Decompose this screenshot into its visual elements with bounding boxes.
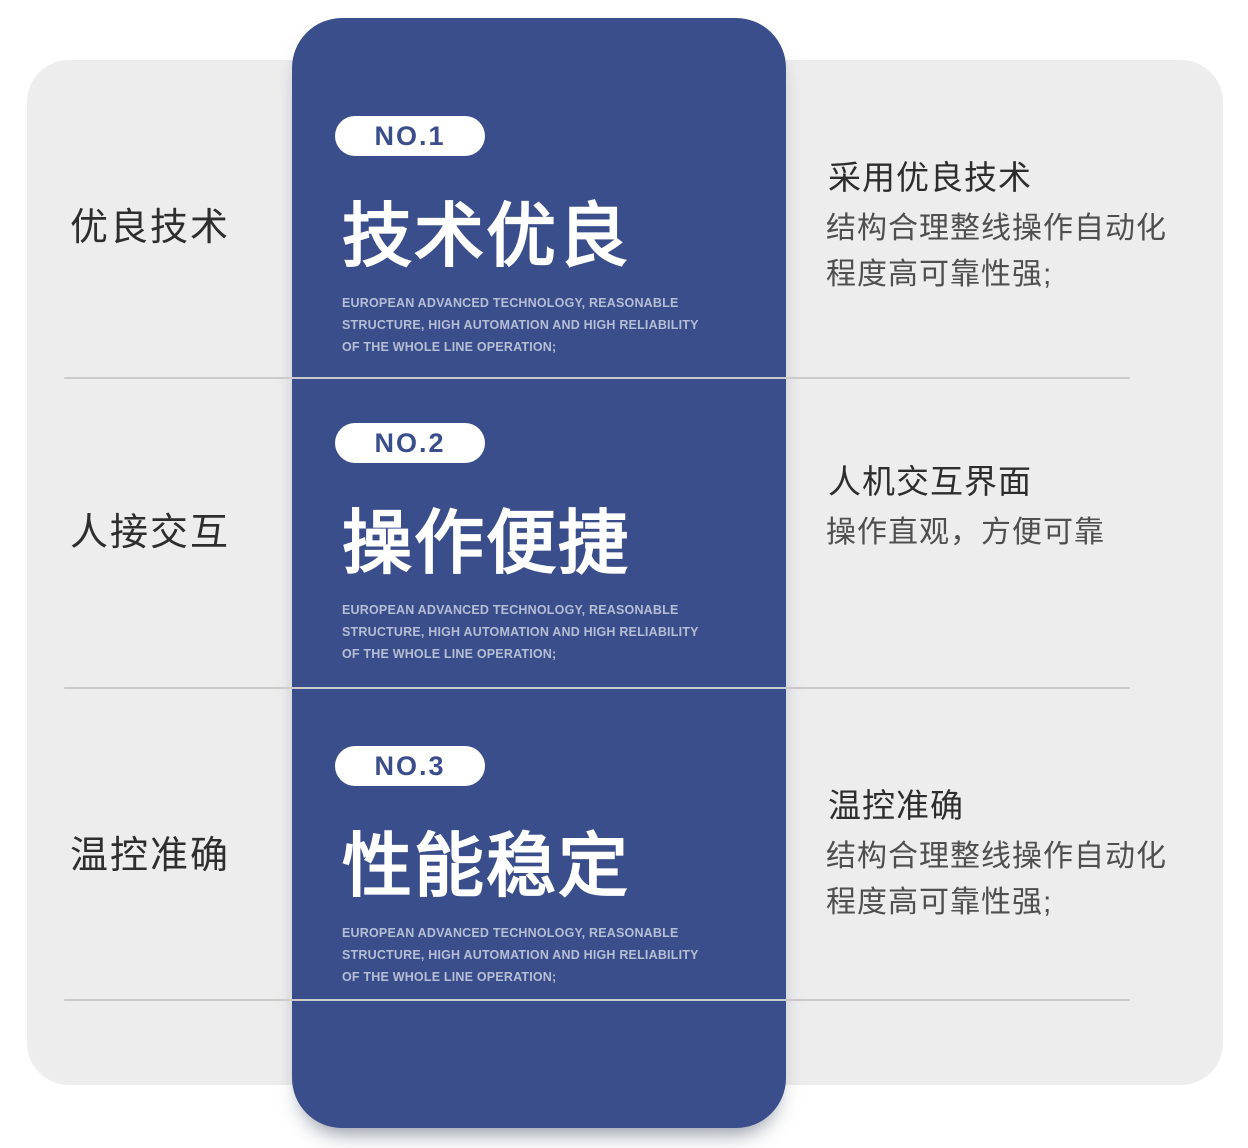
right-body-1: 结构合理整线操作自动化 程度高可靠性强; xyxy=(826,212,1167,291)
right-block-1: 采用优良技术 结构合理整线操作自动化 程度高可靠性强; xyxy=(826,158,1226,298)
number-badge-1: NO.1 xyxy=(335,116,485,156)
right-heading-1: 采用优良技术 xyxy=(828,159,1032,196)
card-section-3: NO.3 性能稳定 EUROPEAN ADVANCED TECHNOLOGY, … xyxy=(335,746,782,988)
divider-line-1 xyxy=(64,377,1130,379)
right-heading-3: 温控准确 xyxy=(828,787,964,824)
right-block-3: 温控准确 结构合理整线操作自动化 程度高可靠性强; xyxy=(826,786,1226,926)
divider-line-2 xyxy=(64,687,1130,689)
number-badge-3: NO.3 xyxy=(335,746,485,786)
card-title-1: 技术优良 xyxy=(342,197,630,275)
right-block-2: 人机交互界面 操作直观，方便可靠 xyxy=(826,462,1226,556)
card-title-2: 操作便捷 xyxy=(342,504,630,582)
left-label-3: 温控准确 xyxy=(70,835,231,877)
card-caption-1: EUROPEAN ADVANCED TECHNOLOGY, REASONABLE… xyxy=(342,296,699,354)
feature-card: NO.1 技术优良 EUROPEAN ADVANCED TECHNOLOGY, … xyxy=(292,18,786,1128)
left-label-2: 人接交互 xyxy=(70,512,231,554)
card-title-3: 性能稳定 xyxy=(342,827,630,905)
divider-line-3 xyxy=(64,999,1130,1001)
left-label-1: 优良技术 xyxy=(70,207,231,249)
number-badge-2: NO.2 xyxy=(335,423,485,463)
right-body-2: 操作直观，方便可靠 xyxy=(826,516,1105,549)
card-section-1: NO.1 技术优良 EUROPEAN ADVANCED TECHNOLOGY, … xyxy=(335,116,782,358)
right-heading-2: 人机交互界面 xyxy=(828,463,1032,500)
card-caption-3: EUROPEAN ADVANCED TECHNOLOGY, REASONABLE… xyxy=(342,926,699,984)
card-section-2: NO.2 操作便捷 EUROPEAN ADVANCED TECHNOLOGY, … xyxy=(335,423,782,665)
card-caption-2: EUROPEAN ADVANCED TECHNOLOGY, REASONABLE… xyxy=(342,603,699,661)
right-body-3: 结构合理整线操作自动化 程度高可靠性强; xyxy=(826,840,1167,919)
